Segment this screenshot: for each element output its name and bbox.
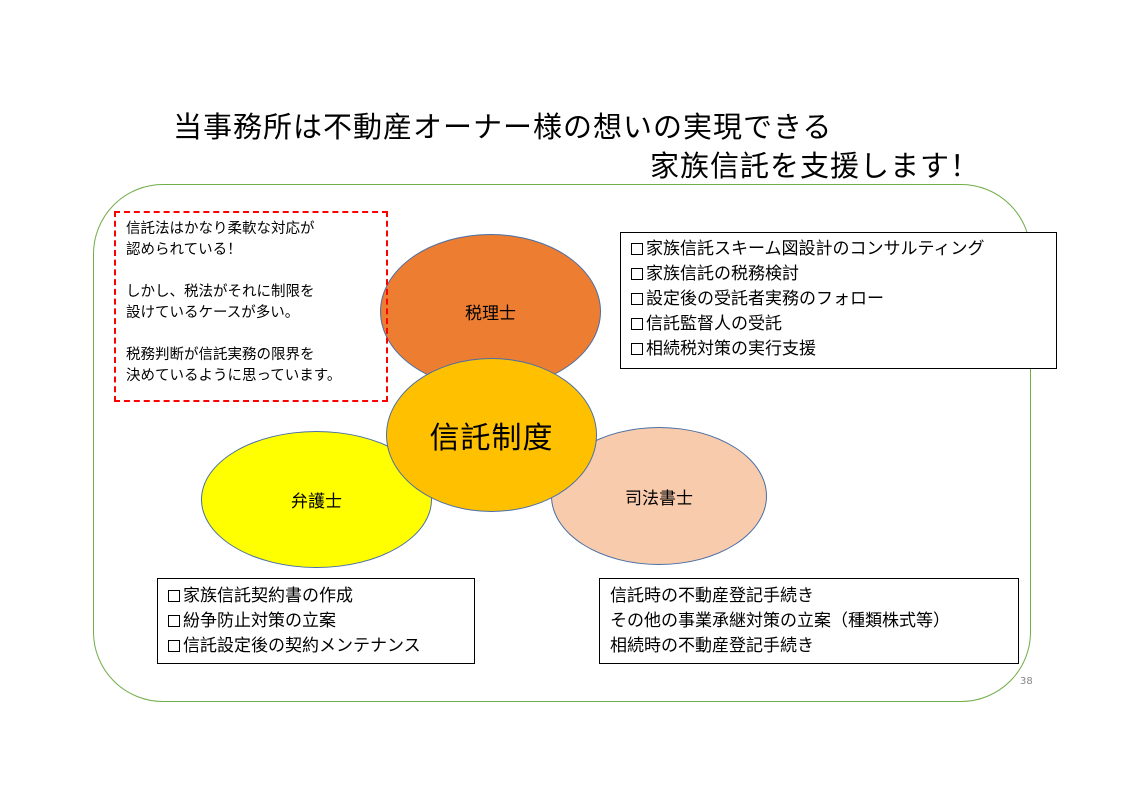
checkbox-icon <box>168 590 180 602</box>
checkbox-icon <box>631 318 643 330</box>
checkbox-icon <box>631 343 643 355</box>
service-item: 家族信託の税務検討 <box>631 262 1046 287</box>
service-item: 紛争防止対策の立案 <box>168 609 464 634</box>
page-number: 38 <box>1020 676 1033 687</box>
note-line: 設けているケースが多い。 <box>126 305 300 321</box>
checkbox-icon <box>168 640 180 652</box>
tax-accountant-label: 税理士 <box>465 304 516 324</box>
note-line: 決めているように思っています。 <box>126 368 342 384</box>
judicial-services-box: 信託時の不動産登記手続き その他の事業承継対策の立案（種類株式等） 相続時の不動… <box>599 578 1019 664</box>
service-item: 相続時の不動産登記手続き <box>610 636 814 656</box>
service-item: 家族信託スキーム図設計のコンサルティング <box>631 237 1046 262</box>
service-item: 設定後の受託者実務のフォロー <box>631 287 1046 312</box>
note-line: 信託法はかなり柔軟な対応が <box>126 221 315 237</box>
service-item: 信託設定後の契約メンテナンス <box>168 634 464 659</box>
checkbox-icon <box>631 268 643 280</box>
checkbox-icon <box>631 293 643 305</box>
rounded-frame <box>93 184 1031 702</box>
service-item: 家族信託契約書の作成 <box>168 584 464 609</box>
service-item: 信託監督人の受託 <box>631 312 1046 337</box>
judicial-scrivener-label: 司法書士 <box>625 488 693 509</box>
note-line: 認められている！ <box>126 242 242 258</box>
service-item: その他の事業承継対策の立案（種類株式等） <box>610 611 950 631</box>
checkbox-icon <box>631 243 643 255</box>
title-line-1: 当事務所は不動産オーナー様の想いの実現できる <box>173 110 833 144</box>
trust-system-circle: 信託制度 <box>386 358 597 512</box>
note-line: しかし、税法がそれに制限を <box>126 284 315 300</box>
lawyer-services-box: 家族信託契約書の作成 紛争防止対策の立案 信託設定後の契約メンテナンス <box>157 578 475 664</box>
lawyer-label: 弁護士 <box>291 492 342 512</box>
service-item: 信託時の不動産登記手続き <box>610 586 814 606</box>
trust-system-label: 信託制度 <box>429 421 554 456</box>
note-box: 信託法はかなり柔軟な対応が 認められている！ しかし、税法がそれに制限を 設けて… <box>114 211 388 402</box>
note-line: 税務判断が信託実務の限界を <box>126 347 315 363</box>
tax-services-box: 家族信託スキーム図設計のコンサルティング 家族信託の税務検討 設定後の受託者実務… <box>620 232 1057 369</box>
note-spacer <box>126 261 376 282</box>
service-item: 相続税対策の実行支援 <box>631 337 1046 362</box>
title-line-2: 家族信託を支援します！ <box>650 149 981 183</box>
note-spacer <box>126 324 376 345</box>
checkbox-icon <box>168 615 180 627</box>
